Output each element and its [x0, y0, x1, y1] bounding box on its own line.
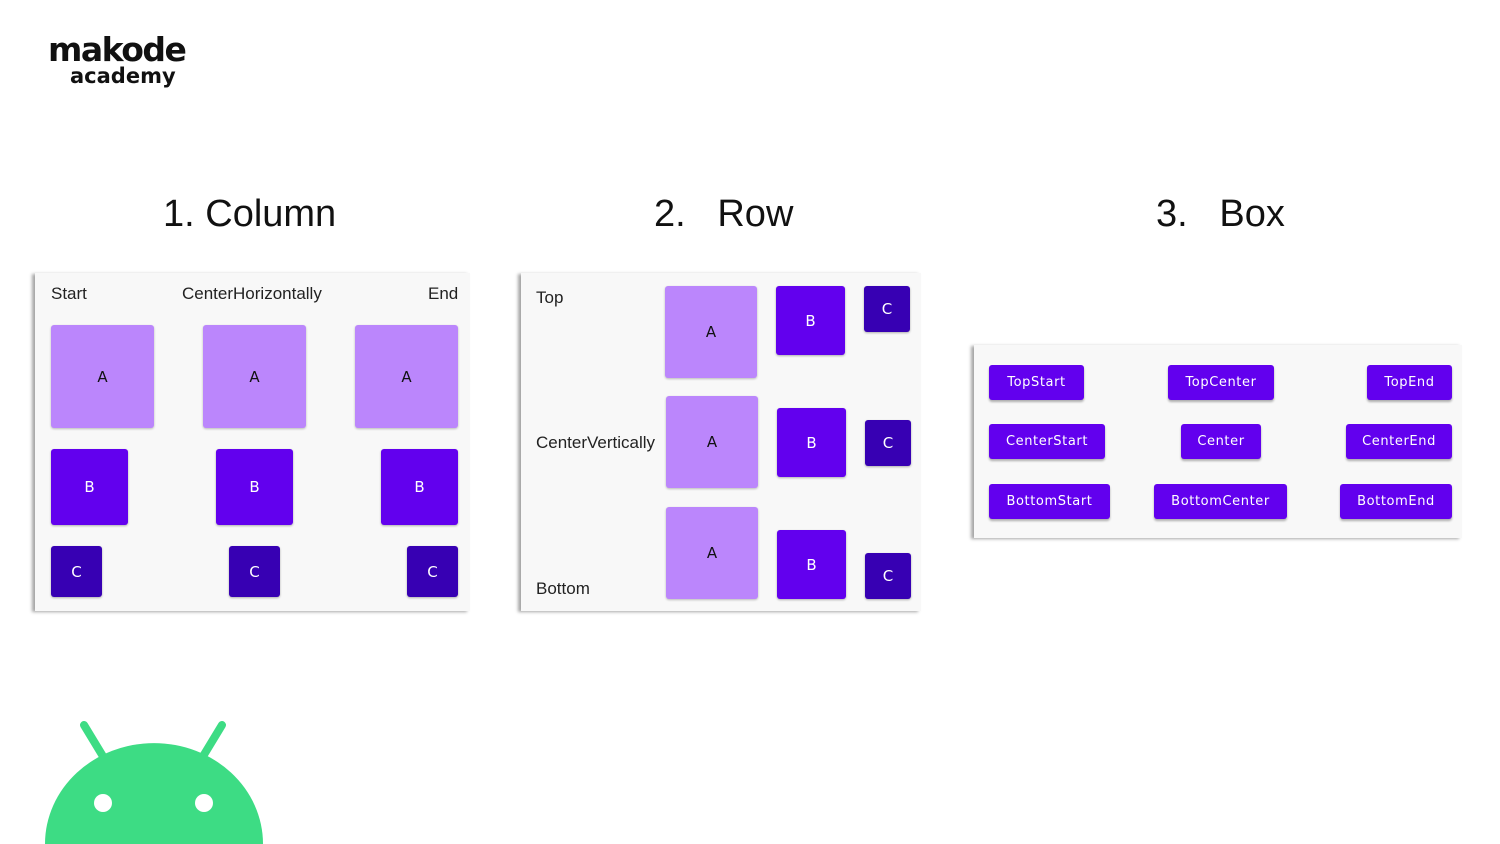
row-bottom-box-a: A: [666, 507, 758, 599]
column-center-box-b: B: [216, 449, 293, 525]
android-robot-icon: [40, 716, 270, 844]
row-top-box-a: A: [665, 286, 757, 378]
column-end-label: End: [428, 284, 459, 303]
column-center-box-c: C: [229, 546, 280, 597]
row-top-label: Top: [536, 288, 564, 307]
column-end-box-c: C: [407, 546, 458, 597]
box-demo-panel: TopStart TopCenter TopEnd CenterStart Ce…: [974, 345, 1462, 538]
row-center-box-a: A: [666, 396, 758, 488]
top-end-button[interactable]: TopEnd: [1367, 365, 1452, 400]
column-center-label: CenterHorizontally: [182, 284, 322, 303]
center-button[interactable]: Center: [1181, 424, 1261, 459]
logo-line-1: makode: [48, 30, 187, 69]
bottom-center-button[interactable]: BottomCenter: [1154, 484, 1287, 519]
column-start-box-b: B: [51, 449, 128, 525]
column-demo-panel: Start CenterHorizontally End A A A B B B…: [35, 273, 470, 611]
column-end-box-b: B: [381, 449, 458, 525]
logo-line-2: academy: [70, 64, 176, 88]
row-heading: 2. Row: [654, 193, 794, 235]
column-heading: 1. Column: [163, 193, 337, 235]
center-end-button[interactable]: CenterEnd: [1346, 424, 1452, 459]
top-start-button[interactable]: TopStart: [989, 365, 1084, 400]
row-top-box-b: B: [776, 286, 845, 355]
row-bottom-label: Bottom: [536, 579, 590, 598]
row-center-box-b: B: [777, 408, 846, 477]
column-start-box-a: A: [51, 325, 154, 428]
column-end-box-a: A: [355, 325, 458, 428]
row-center-label: CenterVertically: [536, 433, 656, 452]
row-top-box-c: C: [864, 286, 910, 332]
makode-academy-logo: makode academy: [48, 30, 208, 92]
column-start-box-c: C: [51, 546, 102, 597]
row-demo-panel: Top CenterVertically Bottom A B C A B C …: [521, 273, 921, 611]
center-start-button[interactable]: CenterStart: [989, 424, 1105, 459]
row-bottom-box-b: B: [777, 530, 846, 599]
row-center-box-c: C: [865, 420, 911, 466]
row-bottom-box-c: C: [865, 553, 911, 599]
bottom-end-button[interactable]: BottomEnd: [1340, 484, 1452, 519]
bottom-start-button[interactable]: BottomStart: [989, 484, 1110, 519]
column-start-label: Start: [51, 284, 87, 303]
column-center-box-a: A: [203, 325, 306, 428]
top-center-button[interactable]: TopCenter: [1168, 365, 1274, 400]
box-heading: 3. Box: [1156, 193, 1285, 235]
